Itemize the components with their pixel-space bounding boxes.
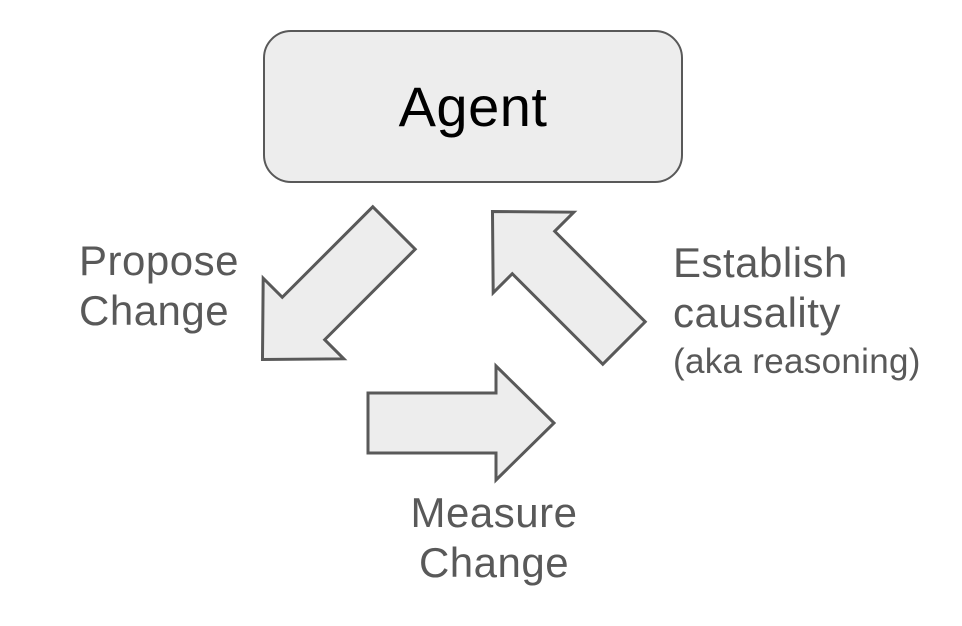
measure-change-label: Measure Change: [344, 488, 644, 588]
propose-change-label-line2: Change: [79, 287, 230, 334]
agent-node-label: Agent: [398, 75, 548, 138]
propose-change-arrow: [260, 204, 418, 362]
establish-causality-label-line1: Establish: [673, 239, 848, 286]
measure-change-arrow: [366, 362, 557, 484]
establish-causality-label-line2: causality: [673, 289, 841, 336]
propose-change-label: Propose Change: [79, 236, 239, 336]
agent-node: Agent: [263, 30, 683, 183]
measure-change-label-line2: Change: [418, 539, 570, 586]
measure-change-label-line1: Measure: [410, 489, 578, 536]
establish-causality-label: Establish causality (aka reasoning): [673, 238, 921, 386]
establish-causality-arrow: [490, 209, 648, 367]
propose-change-label-line1: Propose: [79, 237, 239, 284]
establish-causality-label-line3: (aka reasoning): [673, 342, 921, 381]
